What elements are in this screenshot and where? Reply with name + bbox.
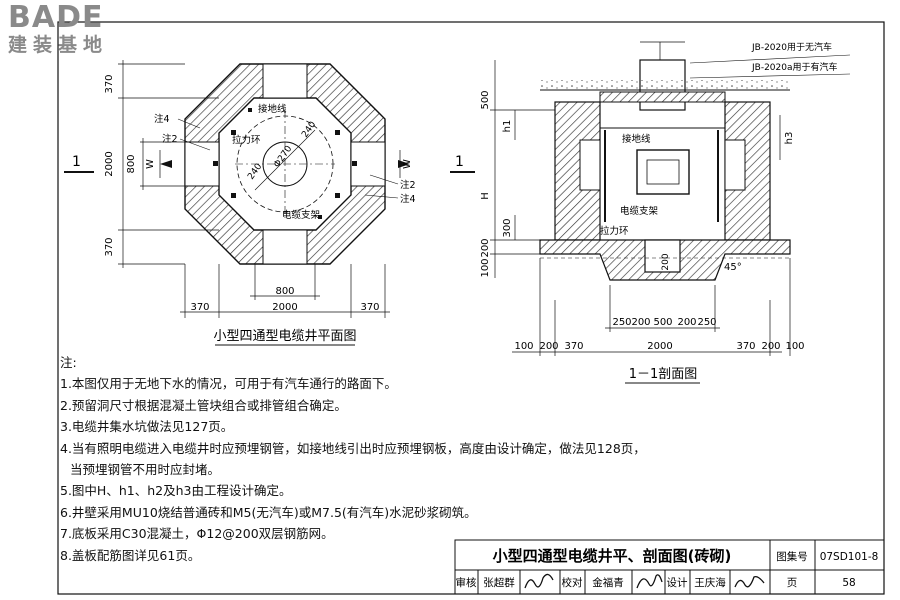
note-item-continued: 当预埋钢管不用时应封堵。	[70, 462, 221, 478]
jb-car-label: JB-2020a用于有汽车	[751, 61, 838, 73]
plan-label-note4-right: 注4	[400, 193, 416, 205]
titleblock-atlas-no: 07SD101-8	[820, 551, 879, 563]
plan-dim-bottom-left: 370	[190, 302, 209, 313]
section-row2-g: 100	[785, 341, 804, 352]
signature-checker	[636, 574, 663, 589]
logo-cn: 建装基地	[8, 34, 109, 56]
section-row1-e: 250	[697, 317, 716, 328]
sump-pit	[644, 239, 681, 273]
section-dim-100: 100	[480, 258, 491, 277]
note-item: 7.底板采用C30混凝土，Φ12@200双层钢筋网。	[60, 526, 334, 542]
section-dim-angle: 45°	[724, 262, 742, 273]
section-view: JB-2020用于无汽车 JB-2020a用于有汽车 接地线 电缆支架 拉力环 …	[480, 41, 851, 384]
notes-block: 注: 1.本图仅用于无地下水的情况，可用于有汽车通行的路面下。 2.预留洞尺寸根…	[60, 352, 646, 566]
note-item: 5.图中H、h1、h2及h3由工程设计确定。	[60, 483, 292, 499]
plan-dim-top: 370	[104, 74, 115, 93]
titleblock-review-label: 审核	[456, 576, 477, 589]
plan-section-mark-left: 1	[72, 154, 81, 170]
plan-dim-w-right: W	[402, 159, 413, 169]
section-row2-a: 100	[514, 341, 533, 352]
section-label-ground: 接地线	[622, 133, 651, 145]
section-row2-c: 370	[564, 341, 583, 352]
titleblock-title: 小型四通型电缆井平、剖面图(砖砌)	[493, 547, 732, 565]
plan-dim-bottom-800: 800	[275, 286, 294, 297]
section-row2-f: 200	[761, 341, 780, 352]
plan-dim-270: Φ270	[272, 144, 294, 170]
section-dim-H: H	[480, 192, 491, 200]
section-dim-500: 500	[480, 90, 491, 109]
plan-dim-240a: 240	[246, 162, 264, 182]
section-caption: 1－1剖面图	[629, 367, 698, 382]
plan-dim-240b: 240	[300, 120, 318, 140]
section-row1-b: 200	[631, 317, 650, 328]
section-row1-c: 500	[653, 317, 672, 328]
plan-dim-800: 800	[126, 154, 137, 173]
plan-label-ground: 接地线	[258, 103, 287, 115]
plan-dim-bottom-right: 370	[360, 302, 379, 313]
back-wall-opening	[636, 149, 690, 195]
plan-label-pull-ring: 拉力环	[232, 134, 261, 146]
signature-designer	[734, 575, 765, 588]
section-row2-e: 370	[736, 341, 755, 352]
titleblock-reviewer: 张超群	[483, 576, 515, 589]
notes-heading: 注:	[60, 355, 77, 370]
plan-label-note2-left: 注2	[162, 133, 178, 145]
section-label-pull-ring: 拉力环	[600, 225, 629, 237]
titleblock-checker: 金福青	[592, 576, 624, 589]
section-row2-b: 200	[539, 341, 558, 352]
note-item: 2.预留洞尺寸根据混凝土管块组合或排管组合确定。	[60, 397, 347, 413]
plan-view: 370 2000 370 800 W W 800 370 2000 370 24…	[64, 60, 475, 346]
section-row1-d: 200	[677, 317, 696, 328]
section-row2-d: 2000	[647, 341, 672, 352]
plan-label-bracket: 电缆支架	[282, 209, 321, 221]
plan-dim-bot: 370	[104, 237, 115, 256]
note-item: 4.当有照明电缆进入电缆井时应预埋钢管，如接地线引出时应预埋钢板，高度由设计确定…	[60, 440, 646, 456]
section-row1-a: 250	[612, 317, 631, 328]
signature-reviewer	[524, 573, 554, 589]
section-dim-300: 300	[502, 218, 513, 237]
note-item: 1.本图仅用于无地下水的情况，可用于有汽车通行的路面下。	[60, 376, 397, 392]
title-block	[454, 539, 885, 595]
section-mark-right: 1	[455, 154, 464, 170]
logo-en: BADE	[8, 0, 104, 35]
section-dim-h3: h3	[784, 132, 795, 145]
titleblock-designer: 王庆海	[694, 576, 726, 589]
section-dim-200: 200	[480, 238, 491, 257]
plan-dim-bottom-mid: 2000	[272, 302, 297, 313]
titleblock-page-label: 页	[787, 577, 798, 589]
note-item: 3.电缆井集水坑做法见127页。	[60, 419, 234, 435]
plan-dim-w-left: W	[145, 159, 156, 169]
plan-label-note2-right: 注2	[400, 179, 416, 191]
titleblock-check-label: 校对	[562, 576, 583, 589]
brand-logo: BADE 建装基地	[8, 0, 138, 57]
section-label-bracket: 电缆支架	[620, 205, 659, 217]
section-dim-200-sump: 200	[661, 253, 671, 270]
titleblock-design-label: 设计	[667, 576, 688, 589]
titleblock-atlas-label: 图集号	[776, 550, 808, 563]
note-item: 6.井壁采用MU10烧结普通砖和M5(无汽车)或M7.5(有汽车)水泥砂浆砌筑。	[60, 504, 477, 520]
manhole-neck	[639, 59, 686, 111]
jb-no-car-label: JB-2020用于无汽车	[751, 41, 832, 53]
section-dim-h1: h1	[502, 120, 513, 133]
plan-label-note4-left: 注4	[154, 113, 170, 125]
note-item: 8.盖板配筋图详见61页。	[60, 547, 201, 563]
titleblock-page-no: 58	[842, 577, 855, 589]
plan-caption: 小型四通型电缆井平面图	[213, 328, 356, 344]
plan-dim-mid: 2000	[104, 151, 115, 176]
